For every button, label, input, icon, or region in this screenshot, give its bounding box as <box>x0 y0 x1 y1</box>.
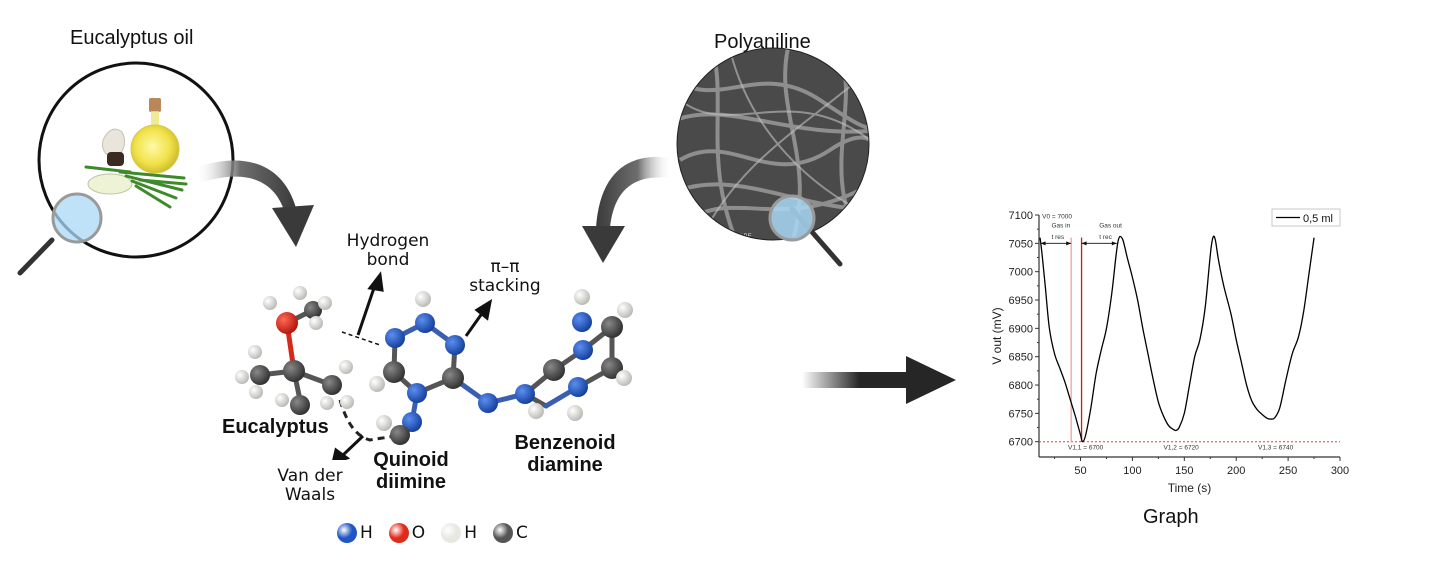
chart-annotation: Gas in <box>1051 222 1070 229</box>
pi-stacking-arrow <box>464 311 485 337</box>
small-bottle-icon <box>101 128 126 166</box>
eucalyptus-label: Eucalyptus <box>222 416 329 438</box>
chart-annotation: t res <box>1051 234 1064 241</box>
y-tick-label: 6950 <box>1009 295 1033 307</box>
quinoid-diimine-label: Quinoid diimine <box>373 449 449 493</box>
y-tick-label: 7000 <box>1009 267 1033 279</box>
van-der-waals-label: Van der Waals <box>277 466 343 505</box>
x-tick-label: 50 <box>1074 465 1086 477</box>
chart-annotation: t rec <box>1099 234 1112 241</box>
atom-symbol: H <box>360 523 373 543</box>
interval-arrowhead <box>1111 241 1117 246</box>
oil-bottle-icon <box>130 98 180 174</box>
eucalyptus-leaves-icon <box>84 165 188 209</box>
y-tick-label: 6900 <box>1009 323 1033 335</box>
series-line <box>1039 235 1315 443</box>
graph-title: Graph <box>1143 506 1199 528</box>
atom-ball-icon <box>441 523 462 543</box>
x-tick-label: 200 <box>1227 465 1245 477</box>
right-arrow-icon <box>802 356 956 404</box>
eucalyptus-oil-title: Eucalyptus oil <box>70 27 194 49</box>
hydrogen-bond-arrowhead <box>367 271 384 292</box>
hydrogen-bond-label: Hydrogen bond <box>346 231 430 270</box>
atoms <box>235 286 633 445</box>
legend-label: 0,5 ml <box>1303 213 1333 225</box>
curved-arrow-down-icon <box>195 160 314 247</box>
curved-arrow-down-icon <box>582 156 672 263</box>
chart-annotation: V1,2 = 6720 <box>1164 445 1200 452</box>
atom-legend-item: C <box>492 523 528 543</box>
y-axis-label: V out (mV) <box>990 307 1004 364</box>
x-tick-label: 250 <box>1279 465 1297 477</box>
van-der-waals-arrow <box>340 434 365 458</box>
y-tick-label: 6750 <box>1009 408 1033 420</box>
sensor-response-chart: 6700 6750 6800 6850 6900 6950 7000 7050 7100 50 10… <box>990 208 1349 495</box>
interval-arrowhead <box>1081 241 1087 246</box>
atom-ball-icon <box>492 523 513 543</box>
pi-stacking-label: π–π stacking <box>469 257 541 296</box>
y-tick-label: 7050 <box>1009 238 1033 250</box>
legend-box <box>1271 208 1341 227</box>
benzenoid-diamine-label: Benzenoid diamine <box>514 432 616 476</box>
hydrogen-bond-arrow <box>356 284 377 336</box>
chart-annotation: V1,1 = 6700 <box>1068 445 1104 452</box>
chart-annotation: V0 = 7000 <box>1042 213 1072 220</box>
x-tick-label: 100 <box>1123 465 1141 477</box>
y-tick-label: 6800 <box>1009 380 1033 392</box>
atom-ball-icon <box>388 523 409 543</box>
molecule-diagram <box>235 271 633 460</box>
interval-arrowhead <box>1040 241 1046 246</box>
glass-dish-icon <box>87 173 133 195</box>
y-tick-label: 6700 <box>1009 437 1033 449</box>
atom-legend-item: O <box>388 523 426 543</box>
chart-annotation: V1,3 = 6740 <box>1258 445 1294 452</box>
atom-symbol: O <box>411 523 426 543</box>
atom-legend-item: H <box>441 523 477 543</box>
interval-arrowhead <box>1066 241 1072 246</box>
x-tick-label: 150 <box>1175 465 1193 477</box>
hydrogen-bond-line <box>341 331 381 346</box>
magnifier-icon <box>768 194 843 267</box>
eucalyptus-oil-illustration <box>17 61 314 276</box>
atom-symbol: H <box>464 523 477 543</box>
y-tick-label: 6850 <box>1009 352 1033 364</box>
x-axis-label: Time (s) <box>1168 481 1212 495</box>
atom-symbol: C <box>515 523 528 543</box>
atom-ball-icon <box>337 523 357 543</box>
atom-legend-item: H <box>337 523 373 543</box>
magnifier-icon <box>17 192 103 276</box>
polyaniline-illustration: 0 kV BE <box>582 47 870 267</box>
polyaniline-title: Polyaniline <box>714 31 811 53</box>
chart-annotation: Gas out <box>1099 222 1122 229</box>
x-tick-label: 300 <box>1331 465 1349 477</box>
y-tick-label: 7100 <box>1009 210 1033 222</box>
